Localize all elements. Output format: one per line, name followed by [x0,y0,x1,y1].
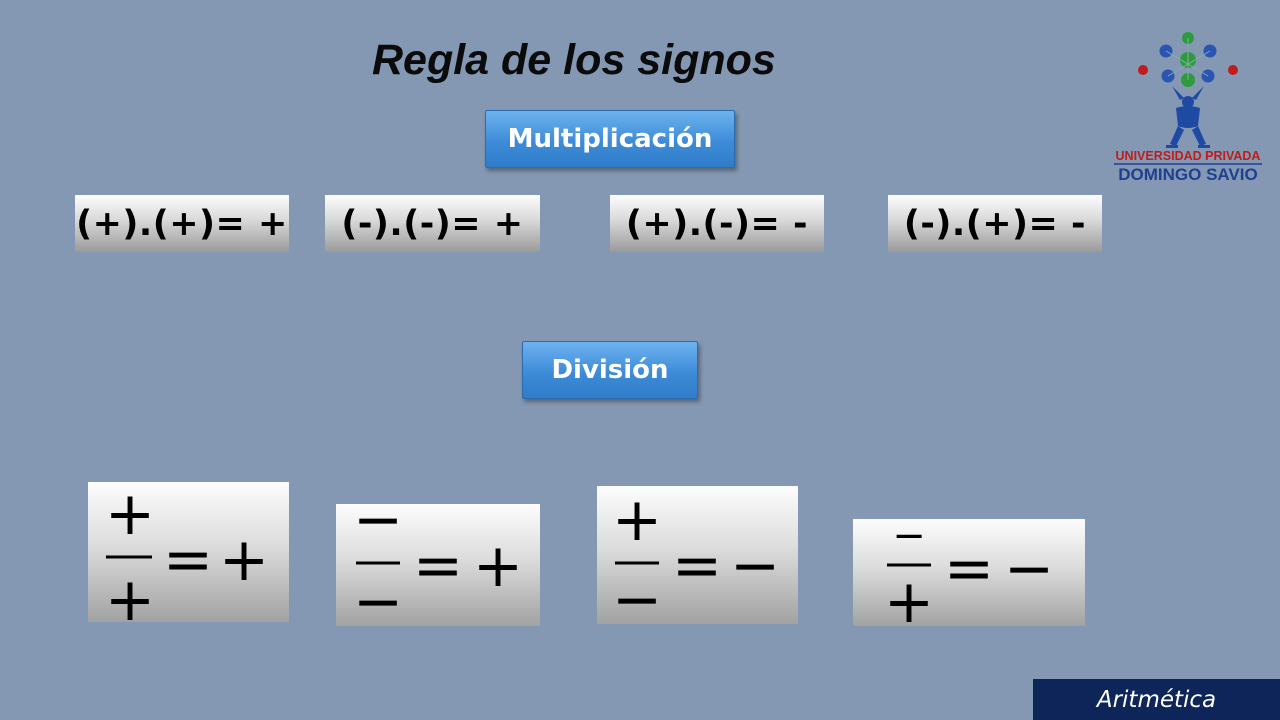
footer-label: Aritmética [1033,679,1280,720]
division-rule-3-denominator: − [612,565,662,624]
division-rule-2: − − = + [336,504,540,626]
division-rule-1-denominator: + [105,565,155,622]
division-rule-1-numerator: + [105,482,155,549]
multiplication-rule-3: (+).(-)= - [610,195,824,252]
logo-line1: UNIVERSIDAD PRIVADA [1116,149,1261,163]
division-rule-4-denominator: + [884,567,934,626]
university-logo: UNIVERSIDAD PRIVADA DOMINGO SAVIO [1108,22,1268,188]
multiplication-rule-2: (-).(-)= + [325,195,540,252]
division-rule-4-result: − [1004,534,1054,604]
atlas-molecule-icon [1138,32,1238,148]
division-rule-4-numerator: − [892,519,926,559]
division-rule-2-equals: = [413,531,463,601]
division-rule-2-numerator: − [353,504,403,555]
slide-title: Regla de los signos [372,36,776,84]
division-rule-1: + + = + [88,482,289,622]
division-rule-1-result: + [219,525,269,595]
multiplication-rule-1: (+).(+)= + [75,195,289,252]
multiplication-rule-4: (-).(+)= - [888,195,1102,252]
multiplication-label: Multiplicación [485,110,735,168]
division-rule-4-equals: = [944,534,994,604]
division-rule-3-equals: = [672,531,722,601]
division-rule-2-denominator: − [353,567,403,626]
division-rule-3: + − = − [597,486,798,624]
division-rule-4: − + = − [853,519,1085,626]
division-rule-2-result: + [473,531,523,601]
division-rule-3-result: − [730,531,780,601]
division-rule-1-equals: = [163,525,213,595]
division-label: División [522,341,698,399]
logo-line2: DOMINGO SAVIO [1118,165,1257,184]
division-rule-3-numerator: + [612,486,662,555]
